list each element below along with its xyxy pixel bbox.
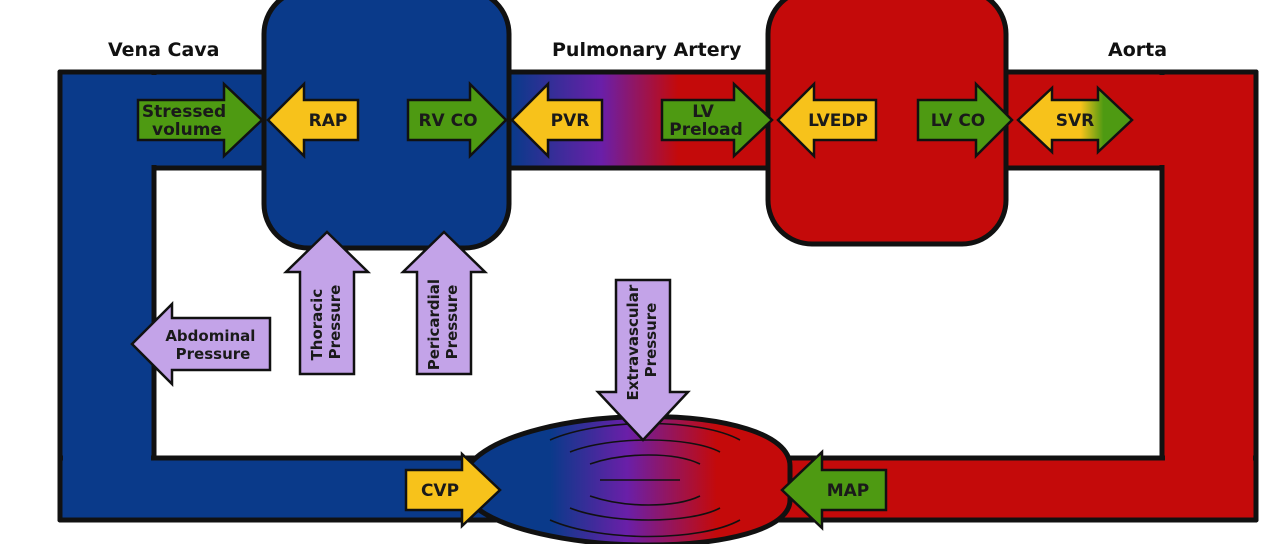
svg-text:Abdominal Pressure: Abdominal Pressure — [165, 327, 260, 363]
lvedp-arrow: LVEDP — [776, 80, 878, 160]
pericardial-line-1: Pericardial — [425, 279, 443, 370]
capillary-bed — [465, 414, 793, 544]
rap-arrow: RAP — [266, 80, 360, 160]
lv-co-arrow: LV CO — [916, 80, 1014, 160]
lv-preload-line-2: Preload — [669, 120, 743, 140]
svg-text:LV Preload: LV Preload — [669, 102, 743, 140]
pulmonary-artery-label: Pulmonary Artery — [552, 39, 742, 61]
abdominal-pressure-arrow: Abdominal Pressure — [130, 300, 272, 388]
pericardial-line-2: Pressure — [443, 285, 461, 360]
map-arrow: MAP — [780, 449, 888, 531]
right-heart — [261, 0, 512, 251]
lv-preload-line-1: LV — [692, 102, 714, 122]
extravascular-pressure-arrow: Extravascular Pressure — [595, 278, 691, 442]
aorta-label: Aorta — [1108, 39, 1167, 61]
lvedp-label: LVEDP — [808, 111, 868, 131]
abdominal-line-2: Pressure — [176, 345, 251, 363]
svg-text:Thoracic Pressure: Thoracic Pressure — [308, 284, 344, 361]
extravascular-line-1: Extravascular — [624, 284, 642, 400]
pvr-label: PVR — [551, 111, 590, 131]
lv-preload-arrow: LV Preload — [660, 81, 774, 159]
lv-co-label: LV CO — [931, 111, 986, 131]
svg-text:Stressed volume: Stressed volume — [142, 102, 232, 140]
extravascular-line-2: Pressure — [642, 303, 660, 378]
stressed-volume-arrow: Stressed volume — [136, 81, 264, 159]
cvp-arrow: CVP — [404, 451, 502, 529]
thoracic-line-2: Pressure — [326, 285, 344, 360]
map-label: MAP — [827, 481, 870, 501]
rap-label: RAP — [309, 111, 348, 131]
stressed-volume-line-2: volume — [152, 120, 222, 140]
pericardial-pressure-arrow: Pericardial Pressure — [399, 230, 489, 376]
vena-cava-label: Vena Cava — [108, 39, 220, 61]
pvr-arrow: PVR — [510, 80, 604, 160]
svr-label: SVR — [1056, 111, 1095, 131]
cvp-label: CVP — [421, 481, 459, 501]
thoracic-pressure-arrow: Thoracic Pressure — [282, 230, 372, 376]
abdominal-line-1: Abdominal — [165, 327, 255, 345]
svg-text:Extravascular Pressure: Extravascular Pressure — [624, 280, 660, 401]
svr-arrow: SVR — [1016, 85, 1134, 155]
capillary-lines — [549, 422, 741, 538]
thoracic-line-1: Thoracic — [308, 289, 326, 361]
rv-co-label: RV CO — [418, 111, 477, 131]
svg-text:Pericardial Pressure: Pericardial Pressure — [425, 274, 461, 371]
rv-co-arrow: RV CO — [406, 80, 508, 160]
stressed-volume-line-1: Stressed — [142, 102, 226, 122]
